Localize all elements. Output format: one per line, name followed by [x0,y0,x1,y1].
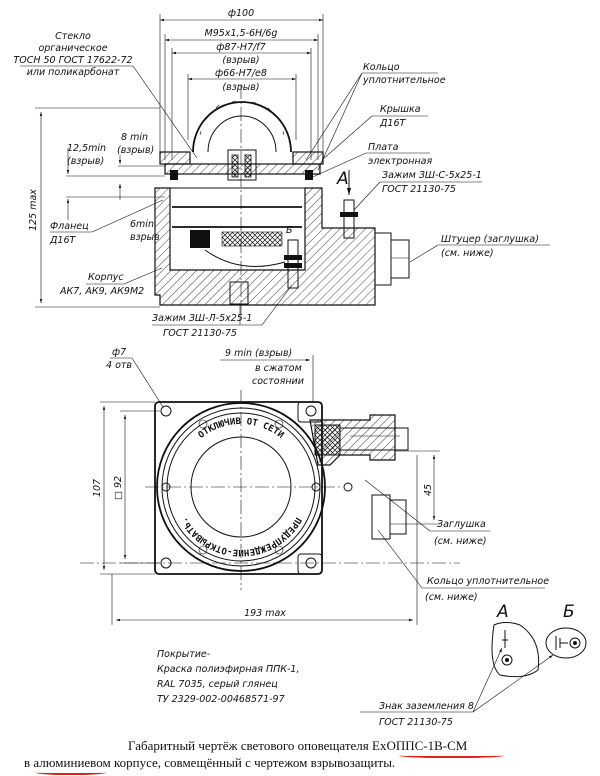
label-fitting: Штуцер (заглушка) (см. ниже) [409,234,550,263]
dim-d100: ф100 [228,8,254,19]
housing-outline [154,401,323,575]
label-hole: ф7 4 отв [106,347,164,408]
svg-text:уплотнительное: уплотнительное [362,75,446,86]
view-a-marker: А [336,169,349,189]
fitting [374,232,392,286]
detail-a-outline [491,622,540,678]
cover-right [292,151,324,165]
svg-text:Д16Т: Д16Т [379,118,407,129]
dim-9-min: 9 min (взрыв) [225,348,292,359]
svg-text:4 отв: 4 отв [106,360,132,371]
dim-8-min: 8 min [121,132,148,143]
label-flange: Фланец Д16Т [49,199,164,246]
label-ground-sign: Знак заземления 8 ГОСТ 21130-75 [360,647,554,728]
svg-text:Заглушка: Заглушка [437,519,486,530]
dim-d87: ф87-H7/f7 [216,42,265,53]
cover-left [159,151,191,165]
housing-body [154,187,376,306]
caption-line-2: в алюминиевом корпусе, совмещённый с чер… [24,755,396,770]
coating-note: Покрытие- Краска полиэфирная ППК-1, RAL … [157,649,300,705]
svg-text:Знак заземления 8: Знак заземления 8 [379,701,474,712]
dim-6-min: 6min [130,219,154,230]
label-clamp-l: Зажим ЗШ-Л-5х25-1 ГОСТ 21130-75 [152,284,293,339]
svg-text:Зажим ЗШ-Л-5х25-1: Зажим ЗШ-Л-5х25-1 [152,313,252,324]
svg-text:Фланец: Фланец [50,221,89,232]
dim-12-5-note: (взрыв) [67,156,104,167]
svg-text:(см. ниже): (см. ниже) [441,248,494,259]
dim-45: 45 [423,484,434,496]
ground-symbol-a [501,630,513,666]
mounting-holes [160,405,321,569]
svg-text:ТОСН 50 ГОСТ 17622-72: ТОСН 50 ГОСТ 17622-72 [13,55,132,66]
caption-line-1: Габаритный чертёж светового оповещателя … [128,738,468,753]
svg-text:Покрытие-: Покрытие- [157,649,211,660]
view-b-marker: Б [286,225,293,236]
dim-107: 107 [92,479,103,497]
svg-text:Стекло: Стекло [55,31,91,42]
compressed-note-1: в сжатом [255,363,302,374]
svg-text:(см. ниже): (см. ниже) [434,536,487,547]
dim-92: □ 92 [113,476,124,500]
svg-text:электронная: электронная [368,156,432,167]
svg-text:органическое: органическое [38,43,107,54]
detail-b-title: Б [563,602,575,622]
model-name: ExОППС-1В-СМ [372,738,468,753]
svg-text:ф7: ф7 [112,347,126,358]
plan-view: ОТКЛЮЧИВ ОТ СЕТИ ПРЕДУПРЕЖДЕНИЕ-ОТКРЫВАТ… [80,347,549,625]
svg-text:Корпус: Корпус [88,272,124,283]
svg-text:Д16Т: Д16Т [49,235,77,246]
svg-text:Плата: Плата [368,142,399,153]
svg-text:ГОСТ 21130-75: ГОСТ 21130-75 [382,184,456,195]
section-view: ф100 M95x1,5-6H/6g ф87-H7/f7 (взрыв) ф66… [13,8,550,339]
label-body: Корпус АК7, АК9, АК9М2 [59,267,163,297]
label-plug: Заглушка (см. ниже) [364,479,490,547]
material-word: алюминиевом [33,755,111,770]
compressed-note-2: состоянии [252,376,304,387]
svg-text:Краска полиэфирная ППК-1,: Краска полиэфирная ППК-1, [157,664,300,675]
label-board: Плата электронная [305,142,432,181]
svg-text:ГОСТ 21130-75: ГОСТ 21130-75 [379,717,453,728]
dim-d87-note: (взрыв) [222,55,259,66]
svg-text:ТУ 2329-002-00468571-97: ТУ 2329-002-00468571-97 [157,694,285,705]
spellcheck-underline-material [36,769,106,775]
dim-193-max: 193 max [244,608,286,619]
svg-text:Кольцо: Кольцо [363,62,400,73]
label-cover: Крышка Д16Т [321,104,428,161]
dim-6-note: взрыв [130,232,160,243]
svg-text:Штуцер (заглушка): Штуцер (заглушка) [441,234,539,245]
label-seal-ring-top: Кольцо уплотнительное [305,62,446,171]
dim-125-max: 125 max [28,189,39,231]
svg-text:(см. ниже): (см. ниже) [425,592,478,603]
label-clamp-c: Зажим ЗШ-С-5х25-1 ГОСТ 21130-75 [353,170,482,211]
detail-b-outline [545,627,587,659]
glass-dome [192,101,292,153]
spellcheck-underline-model [399,752,504,758]
svg-text:RAL 7035, серый глянец: RAL 7035, серый глянец [157,679,278,690]
detail-a-title: А [496,602,509,622]
svg-text:АК7, АК9, АК9М2: АК7, АК9, АК9М2 [59,286,144,297]
svg-text:или поликарбонат: или поликарбонат [27,67,120,78]
top-dimensions [159,14,324,160]
label-glass: Стекло органическое ТОСН 50 ГОСТ 17622-7… [13,31,198,159]
svg-text:ГОСТ 21130-75: ГОСТ 21130-75 [163,328,237,339]
dim-8-note: (взрыв) [117,145,154,156]
dim-thread: M95x1,5-6H/6g [205,28,278,39]
svg-text:Крышка: Крышка [380,104,421,115]
plug [371,494,391,540]
label-seal-ring-plan: Кольцо уплотнительное (см. ниже) [377,529,549,603]
clamp-c [343,199,355,239]
ground-symbol-b [555,636,581,650]
svg-text:Зажим ЗШ-С-5х25-1: Зажим ЗШ-С-5х25-1 [382,170,482,181]
dim-d66: ф66-H7/e8 [215,68,267,79]
svg-text:Кольцо уплотнительное: Кольцо уплотнительное [427,576,549,587]
dim-12-5-min: 12,5min [67,143,106,154]
